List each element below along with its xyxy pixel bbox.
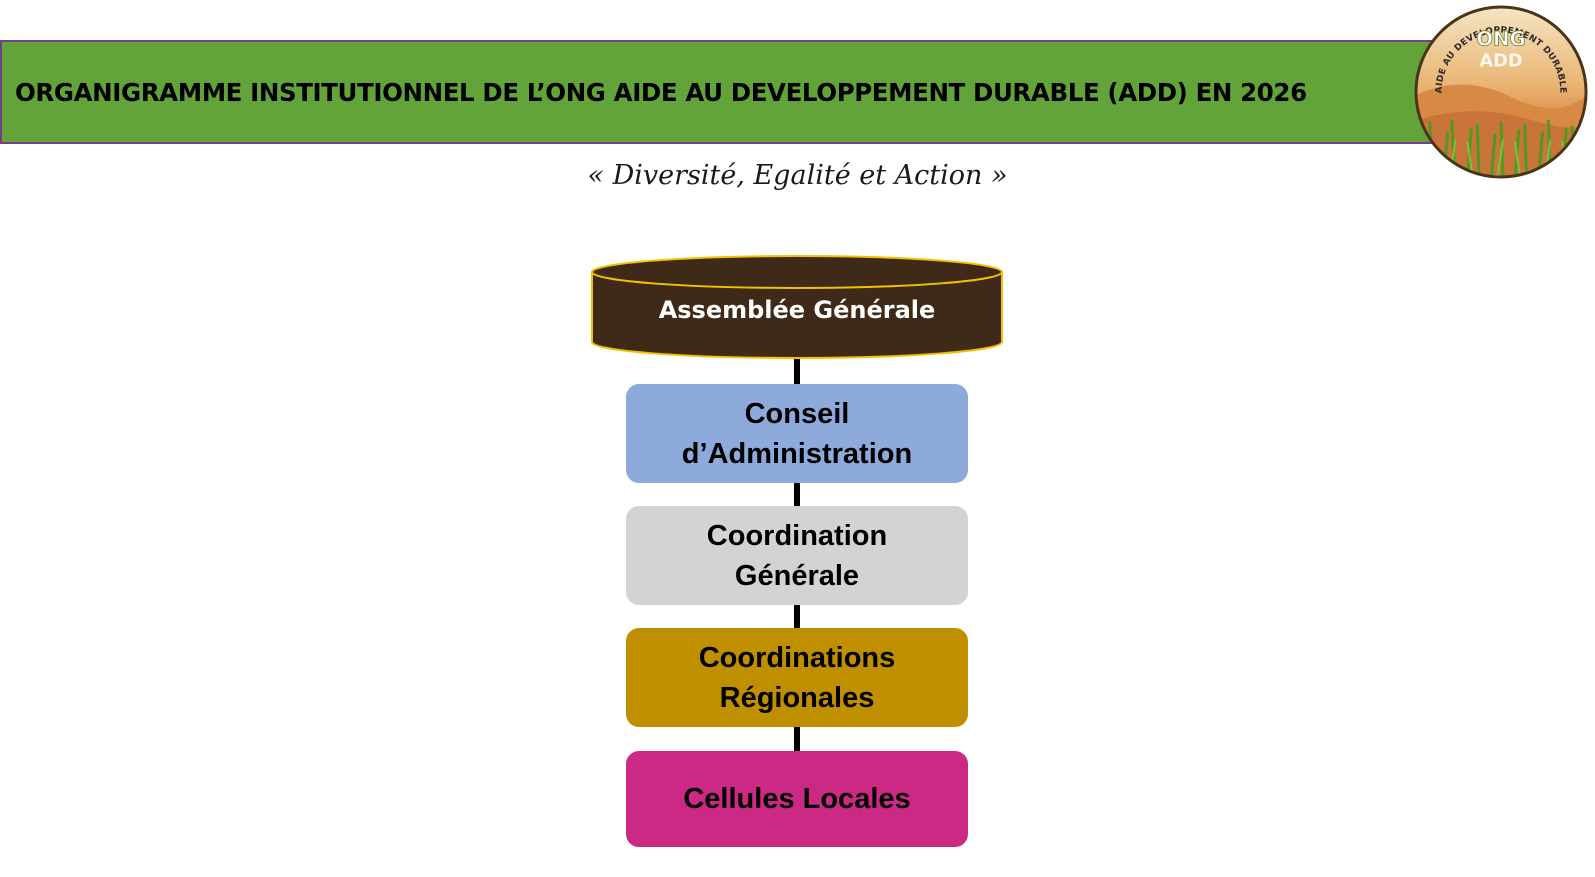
assemblee-generale-cylinder <box>591 255 1003 359</box>
logo-ong-text: ONG <box>1476 28 1526 51</box>
coordinations-regionales-box: Coordinations Régionales <box>626 628 968 727</box>
motto: « Diversité, Egalité et Action » <box>587 160 1008 191</box>
cellules-locales-box: Cellules Locales <box>626 751 968 847</box>
page-title: ORGANIGRAMME INSTITUTIONNEL DE L’ONG AID… <box>15 77 1307 107</box>
ong-add-logo: AIDE AU DEVELOPPEMENT DURABLE ONG ADD <box>1414 5 1588 179</box>
assemblee-generale-label: Assemblée Générale <box>658 296 936 324</box>
coordination-generale-box: Coordination Générale <box>626 506 968 605</box>
conseil-administration-box: Conseil d’Administration <box>626 384 968 483</box>
title-banner: ORGANIGRAMME INSTITUTIONNEL DE L’ONG AID… <box>0 40 1440 144</box>
logo-add-text: ADD <box>1479 50 1522 71</box>
